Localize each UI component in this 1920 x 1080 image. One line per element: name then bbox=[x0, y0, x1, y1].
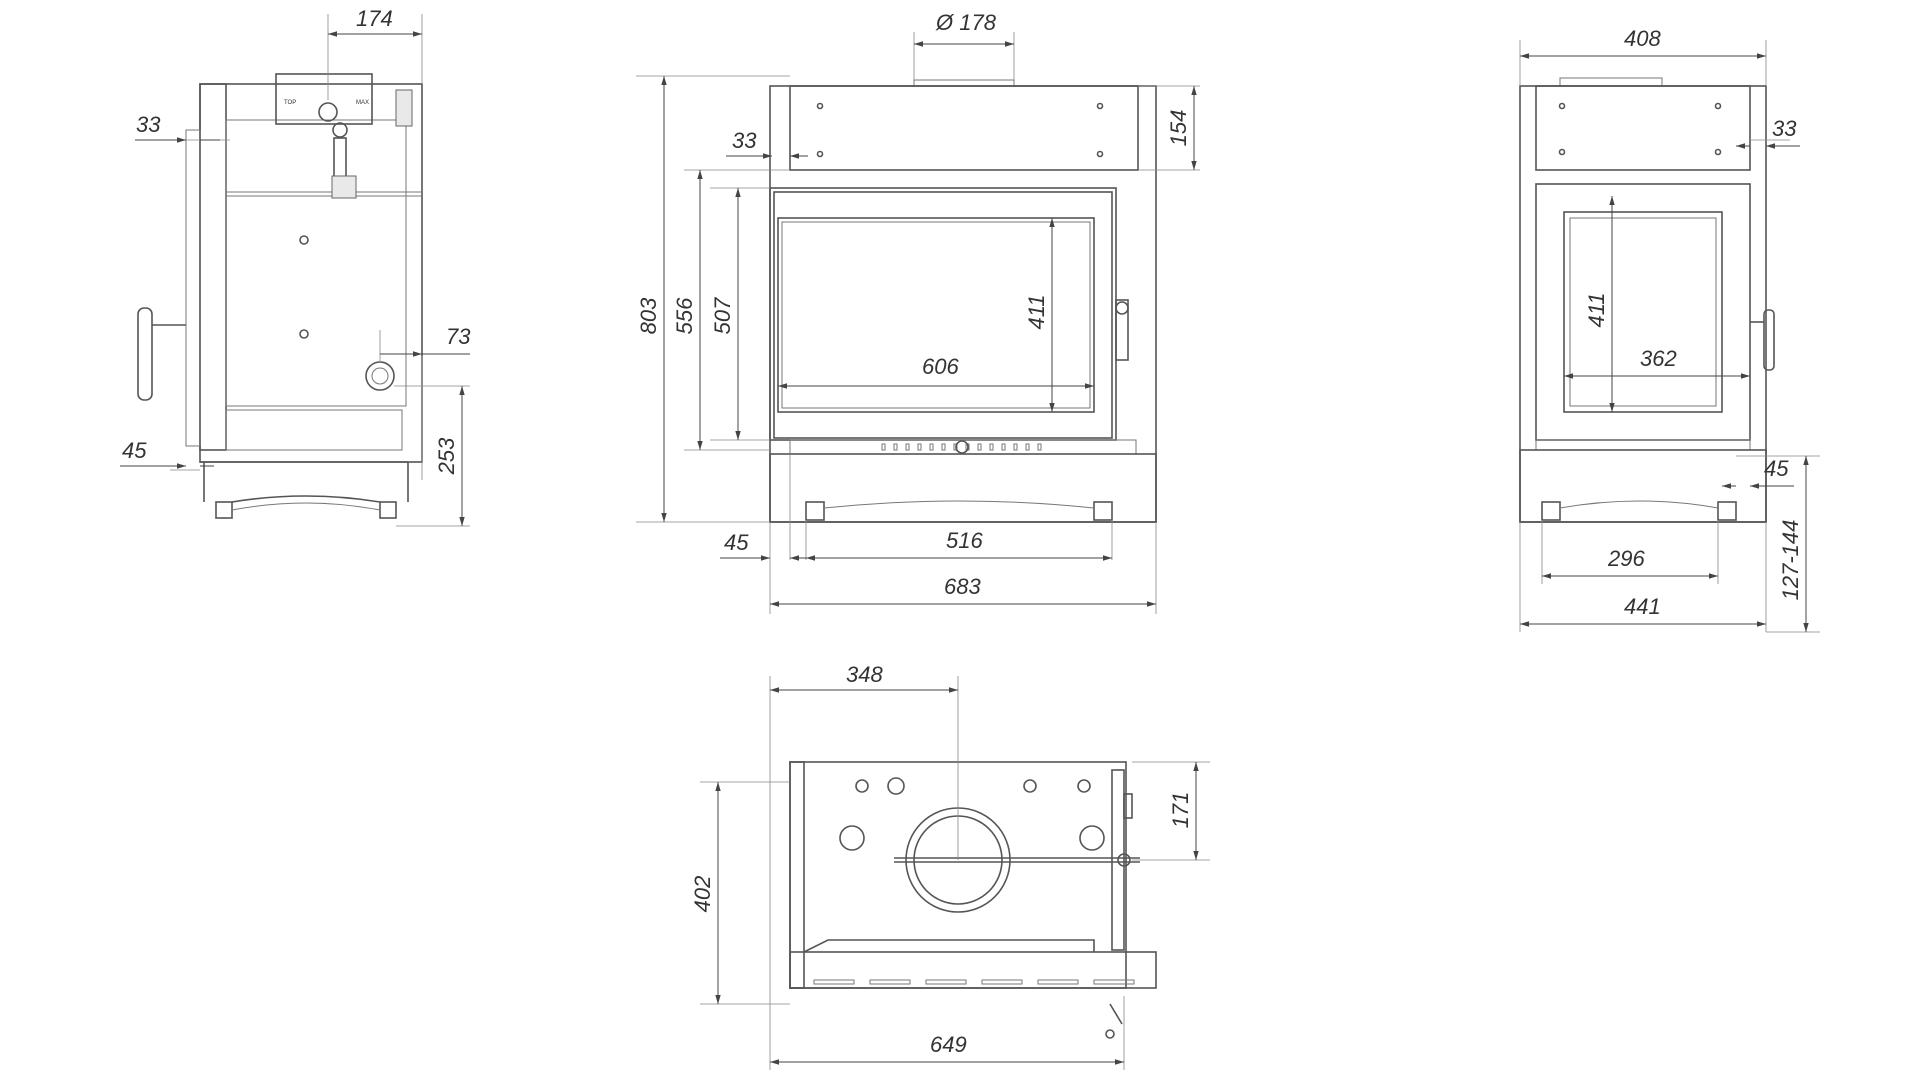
front-top-box bbox=[789, 85, 1139, 171]
rear-view: 408 33 411 362 45 296 441 127-144 bbox=[1519, 26, 1820, 633]
rear-dim-45-label: 45 bbox=[1764, 456, 1789, 481]
side-bolt-icon bbox=[299, 329, 309, 339]
rear-foot bbox=[1717, 501, 1737, 521]
top-front-plate bbox=[789, 951, 1157, 989]
front-foot bbox=[805, 501, 825, 521]
top-dim-348-label: 348 bbox=[846, 662, 883, 687]
side-handle bbox=[137, 307, 153, 401]
rear-dim-411-label: 411 bbox=[1584, 292, 1609, 327]
front-dim-507-label: 507 bbox=[710, 297, 735, 334]
front-door-frame bbox=[769, 187, 1117, 441]
top-inlet bbox=[839, 825, 865, 851]
rear-foot bbox=[1541, 501, 1561, 521]
side-foot bbox=[379, 501, 397, 519]
front-flue-collar bbox=[913, 79, 1015, 87]
front-air-knob bbox=[955, 440, 969, 454]
grille-slot bbox=[881, 443, 886, 451]
top-inlet bbox=[1079, 825, 1105, 851]
side-door-edge bbox=[185, 129, 201, 447]
side-inner-panel bbox=[225, 119, 407, 407]
rear-top-box bbox=[1535, 85, 1751, 171]
side-ash-pan bbox=[225, 409, 403, 451]
front-dim-606-label: 606 bbox=[922, 354, 959, 379]
rear-casing bbox=[1519, 85, 1767, 523]
side-top-box bbox=[275, 73, 373, 125]
vent-slot bbox=[1037, 979, 1079, 985]
rear-glass-panel bbox=[1563, 211, 1723, 413]
top-view: 348 171 402 649 bbox=[690, 662, 1210, 1070]
top-hole bbox=[887, 777, 905, 795]
side-tiny-label-right: MAX bbox=[356, 100, 369, 106]
vent-slot bbox=[925, 979, 967, 985]
front-dim-411-label: 411 bbox=[1024, 294, 1049, 329]
rear-dim-408-label: 408 bbox=[1624, 26, 1661, 51]
front-view: Ø 178 803 556 507 154 33 411 606 45 516 … bbox=[636, 10, 1200, 614]
vent-slot bbox=[869, 979, 911, 985]
grille-slot bbox=[941, 443, 946, 451]
grille-slot bbox=[989, 443, 994, 451]
top-hole bbox=[1077, 779, 1091, 793]
side-dim-45-label: 45 bbox=[122, 438, 147, 463]
top-hole bbox=[855, 779, 869, 793]
vent-slot bbox=[981, 979, 1023, 985]
front-dim-516-label: 516 bbox=[946, 528, 983, 553]
grille-slot bbox=[917, 443, 922, 451]
front-dim-flue-label: Ø 178 bbox=[935, 10, 997, 35]
side-view: TOP MAX 174 bbox=[120, 6, 471, 527]
side-top-fitting bbox=[395, 89, 413, 127]
front-base bbox=[769, 453, 1157, 523]
side-dim-253-label: 253 bbox=[434, 437, 459, 475]
front-glass-panel bbox=[777, 217, 1095, 413]
rear-door-frame bbox=[1535, 183, 1751, 441]
side-dim-73-label: 73 bbox=[446, 324, 471, 349]
side-damper-knob bbox=[318, 102, 338, 122]
front-dim-33-label: 33 bbox=[732, 128, 757, 153]
rear-dim-127-144-label: 127-144 bbox=[1778, 520, 1803, 601]
side-tiny-label-left: TOP bbox=[284, 100, 296, 106]
grille-slot bbox=[977, 443, 982, 451]
front-dim-803-label: 803 bbox=[636, 297, 661, 334]
side-foot bbox=[215, 501, 233, 519]
side-bolt-icon bbox=[299, 235, 309, 245]
top-dim-402-label: 402 bbox=[690, 876, 715, 913]
grille-slot bbox=[905, 443, 910, 451]
rear-flue-collar bbox=[1559, 77, 1663, 87]
front-door-handle bbox=[1115, 299, 1129, 361]
front-dim-45-label: 45 bbox=[724, 530, 749, 555]
side-damper-weight bbox=[331, 175, 357, 199]
front-air-grille bbox=[789, 439, 1137, 455]
top-right-edge bbox=[1111, 769, 1125, 951]
side-dim-33-label: 33 bbox=[136, 112, 161, 137]
top-hole bbox=[1023, 779, 1037, 793]
side-body-outline bbox=[199, 83, 423, 463]
rear-handle bbox=[1763, 309, 1775, 371]
rear-dim-441-label: 441 bbox=[1624, 594, 1661, 619]
side-front-frame bbox=[199, 83, 227, 451]
grille-slot bbox=[1037, 443, 1042, 451]
grille-slot bbox=[1001, 443, 1006, 451]
grille-slot bbox=[1025, 443, 1030, 451]
front-dim-683-label: 683 bbox=[944, 574, 981, 599]
grille-slot bbox=[953, 443, 958, 451]
front-dim-556-label: 556 bbox=[672, 297, 697, 334]
rear-dim-362-label: 362 bbox=[1640, 346, 1677, 371]
top-dim-171-label: 171 bbox=[1168, 792, 1193, 829]
grille-slot bbox=[893, 443, 898, 451]
front-dim-154-label: 154 bbox=[1166, 110, 1191, 147]
top-dim-649-label: 649 bbox=[930, 1032, 967, 1057]
vent-slot bbox=[1093, 979, 1135, 985]
side-air-inlet bbox=[365, 361, 395, 391]
front-foot bbox=[1093, 501, 1113, 521]
side-dim-174-label: 174 bbox=[356, 6, 393, 31]
rear-dim-33-label: 33 bbox=[1772, 116, 1797, 141]
rear-dim-296-label: 296 bbox=[1607, 546, 1645, 571]
grille-slot bbox=[1013, 443, 1018, 451]
vent-slot bbox=[813, 979, 855, 985]
grille-slot bbox=[929, 443, 934, 451]
